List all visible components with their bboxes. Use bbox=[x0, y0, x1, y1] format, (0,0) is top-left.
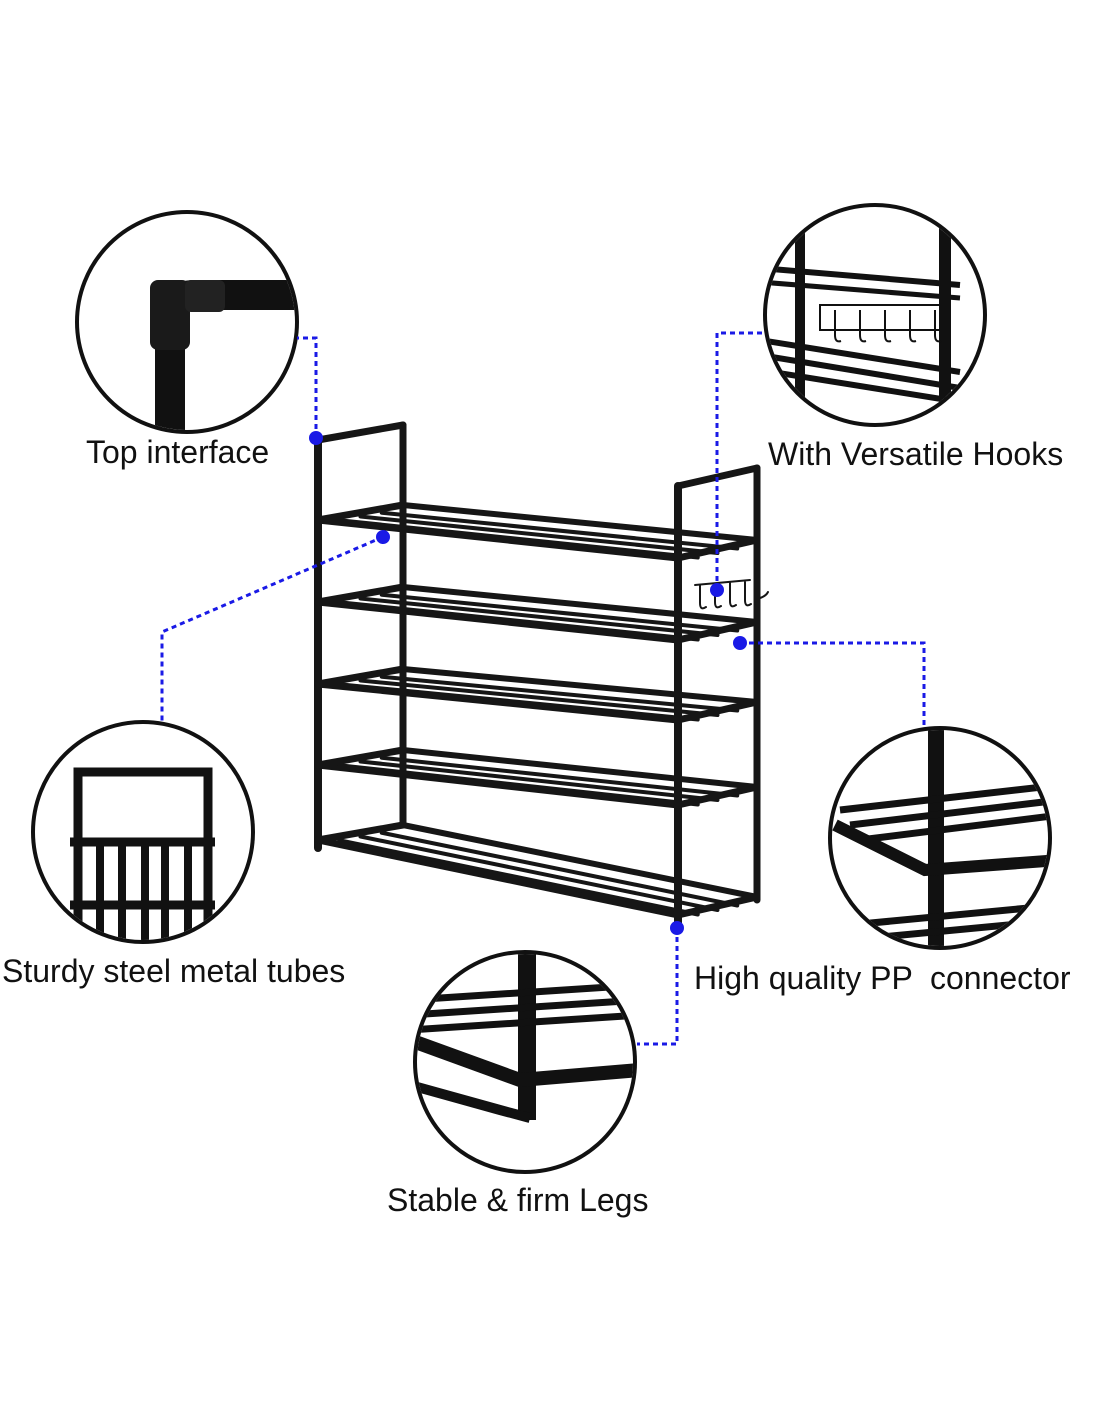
shelf-side-rail bbox=[314, 665, 407, 688]
shelf-tube bbox=[379, 592, 740, 633]
shoe-rack-illustration bbox=[314, 421, 769, 934]
shelf-side-rail bbox=[674, 698, 761, 724]
shelf-tube bbox=[337, 600, 700, 642]
shelf-tube bbox=[379, 755, 740, 798]
shelf-tube bbox=[358, 834, 720, 912]
shelf-front-rail bbox=[314, 761, 682, 809]
detail-connector bbox=[828, 726, 1052, 950]
shelf-back-rail bbox=[400, 502, 760, 543]
shelf-front-rail bbox=[314, 516, 682, 562]
hooks bbox=[699, 581, 769, 610]
shelf-tube bbox=[337, 763, 700, 807]
label-connector: High quality PP connector bbox=[694, 960, 1071, 996]
shelf-tube bbox=[379, 674, 740, 713]
detail-hooks bbox=[763, 203, 987, 427]
label-legs: Stable & firm Legs bbox=[387, 1182, 649, 1218]
label-top-interface: Top interface bbox=[86, 434, 270, 470]
shelf-back-rail bbox=[400, 822, 760, 900]
shelf-tube bbox=[358, 759, 720, 802]
shelf-side-rail bbox=[314, 746, 407, 769]
shelf-tube bbox=[358, 596, 720, 637]
hook-bar bbox=[694, 579, 751, 586]
detail-top-interface bbox=[75, 210, 299, 434]
shelf-side-rail bbox=[674, 893, 761, 919]
shelf-tube bbox=[379, 510, 740, 551]
shelf-tube bbox=[358, 678, 720, 717]
label-hooks: With Versatile Hooks bbox=[768, 436, 1064, 472]
shelf-tube bbox=[337, 682, 700, 722]
detail-legs bbox=[413, 950, 637, 1174]
shelf-back-rail bbox=[400, 747, 760, 790]
shelf-back-rail bbox=[400, 666, 760, 705]
shelf-side-rail bbox=[314, 501, 407, 524]
label-steel-tubes: Sturdy steel metal tubes bbox=[2, 953, 346, 989]
shelf-back-rail bbox=[400, 584, 760, 625]
rack-handle bbox=[314, 421, 407, 444]
shelf-front-rail bbox=[314, 836, 682, 919]
shelf-tube bbox=[337, 518, 700, 560]
shelf-front-rail bbox=[314, 598, 682, 644]
shelf-side-rail bbox=[674, 618, 761, 644]
detail-steel-tubes bbox=[31, 720, 255, 944]
shelf-tube bbox=[358, 514, 720, 555]
shelf-side-rail bbox=[314, 821, 407, 844]
shelf-side-rail bbox=[674, 783, 761, 809]
shelf-tube bbox=[337, 838, 700, 917]
callout-lines bbox=[160, 331, 926, 1046]
callout-dots bbox=[309, 431, 747, 935]
shelf-tube bbox=[379, 830, 740, 908]
shelf-side-rail bbox=[314, 583, 407, 606]
